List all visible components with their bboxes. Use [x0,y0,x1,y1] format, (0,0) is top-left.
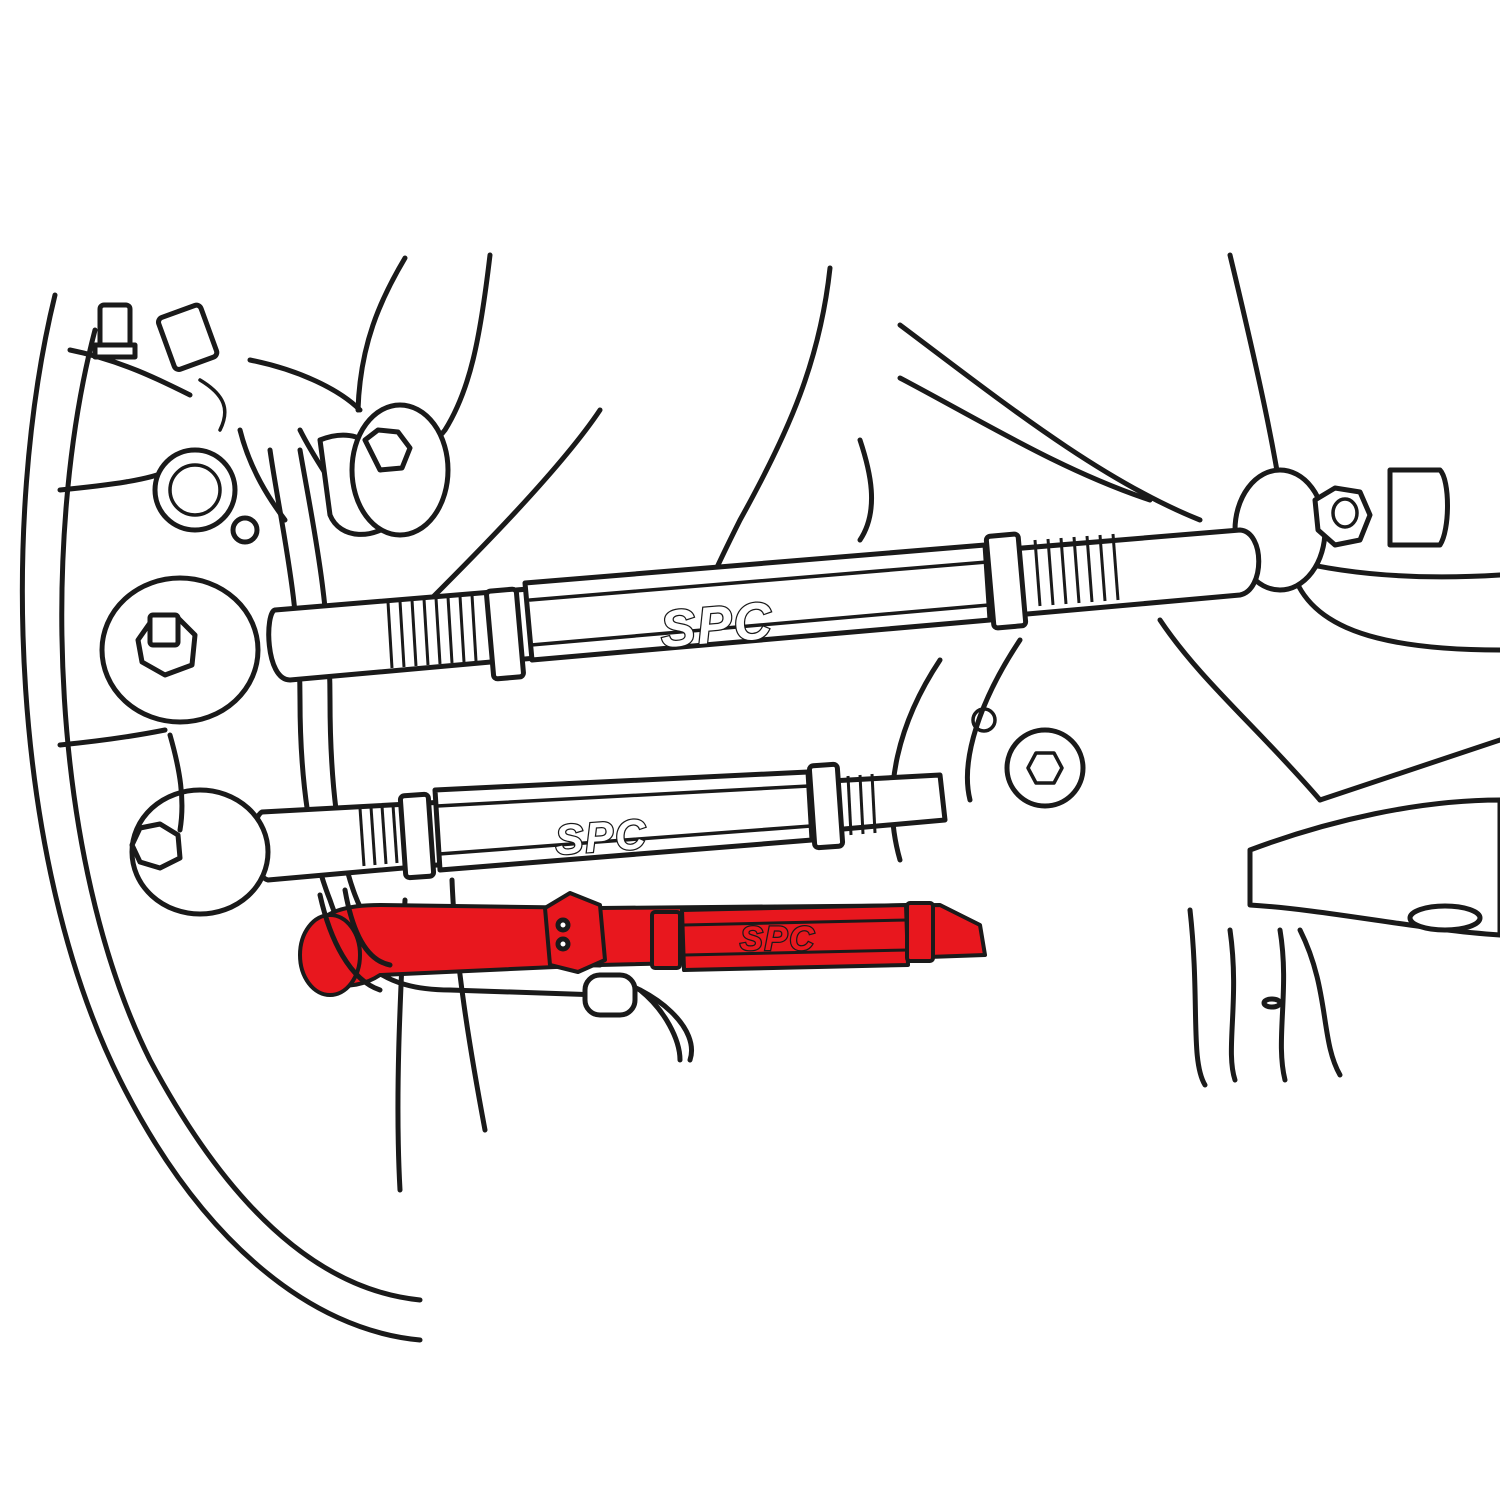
middle-arm-left-threads [358,804,399,867]
strut-bolt [349,402,451,538]
upper-control-arm: SPC [99,527,1262,725]
lower-arm-brand: SPC [740,920,816,958]
lower-arm-nut-left [650,910,682,970]
lower-control-arm-highlighted: SPC [298,891,987,997]
sway-bar-link [317,887,393,993]
middle-arm-right-threads [846,773,877,836]
lower-arm-bushing [298,913,362,997]
upper-fittings [92,302,398,545]
upper-arm-right-threads [1033,533,1120,607]
rotor-outline [19,255,488,1343]
middle-arm-brand: SPC [554,810,649,863]
lower-arm-clamp [543,891,607,974]
knuckle-body [57,252,1500,748]
upper-arm-brand: SPC [658,592,776,660]
middle-control-arm: SPC [129,732,948,917]
lower-arm-bracket [889,617,1500,1088]
lower-arm-nut-right [905,901,935,963]
upper-arm-left-threads [386,594,478,669]
